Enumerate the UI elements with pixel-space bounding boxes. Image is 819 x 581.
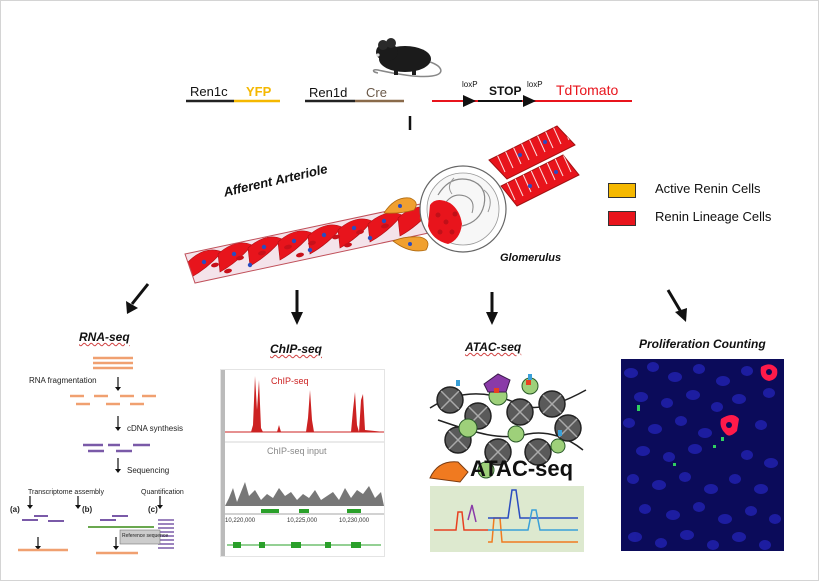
mouse-icon bbox=[372, 38, 442, 78]
stop-label: STOP bbox=[489, 84, 522, 98]
rnaseq-step1: RNA fragmentation bbox=[29, 376, 97, 385]
ren1c-label: Ren1c bbox=[190, 84, 228, 99]
glomerulus-label: Glomerulus bbox=[500, 252, 562, 264]
atacseq-illustration bbox=[429, 373, 587, 552]
rnaseq-label-c: (c) bbox=[148, 505, 158, 514]
chip-coord-3: 10,230,000 bbox=[339, 518, 370, 524]
ren1d-label: Ren1d bbox=[309, 85, 348, 100]
genetic-constructs bbox=[186, 38, 632, 130]
arteriole-illustration bbox=[184, 125, 580, 284]
chip-input-label: ChIP-seq input bbox=[267, 446, 327, 456]
rnaseq-title: RNA-seq bbox=[79, 330, 130, 344]
loxp2-label: loxP bbox=[527, 80, 543, 89]
chip-track-label: ChIP-seq bbox=[271, 376, 309, 386]
glomerulus bbox=[419, 165, 507, 253]
loxp1-label: loxP bbox=[462, 80, 478, 89]
protein-icon bbox=[483, 373, 511, 393]
rnaseq-workflow bbox=[18, 356, 174, 555]
chipseq-title: ChIP-seq bbox=[270, 342, 323, 356]
arrow-icon bbox=[486, 312, 498, 325]
legend-label-lineage: Renin Lineage Cells bbox=[655, 209, 772, 224]
rnaseq-label-b: (b) bbox=[82, 505, 93, 514]
rnaseq-step2: cDNA synthesis bbox=[127, 424, 184, 433]
loxp-triangle-icon bbox=[523, 95, 536, 107]
atacseq-title: ATAC-seq bbox=[465, 340, 522, 354]
method-arrows bbox=[126, 283, 687, 325]
legend-label-active: Active Renin Cells bbox=[655, 181, 761, 196]
rnaseq-step4: Transcriptome assembly bbox=[28, 489, 104, 496]
arrow-icon bbox=[675, 308, 687, 322]
proliferating-cells-stain bbox=[637, 405, 724, 466]
rnaseq-label-a: (a) bbox=[10, 505, 20, 514]
legend-swatch-lineage bbox=[608, 211, 636, 226]
rnaseq-reference-label: Reference sequence bbox=[122, 533, 169, 539]
atac-signal-box bbox=[430, 486, 584, 552]
yfp-label: YFP bbox=[246, 84, 272, 99]
tdtomato-label: TdTomato bbox=[556, 82, 619, 98]
cre-label: Cre bbox=[366, 85, 387, 100]
arrow-icon bbox=[291, 312, 303, 325]
proliferation-title: Proliferation Counting bbox=[639, 337, 766, 351]
rnaseq-step5: Quantification bbox=[141, 489, 184, 496]
loxp-triangle-icon bbox=[463, 95, 476, 107]
tn5-enzyme-icon bbox=[429, 461, 469, 483]
legend-swatch-active bbox=[608, 183, 636, 198]
atac-panel-title: ATAC-seq bbox=[470, 456, 574, 481]
chip-input-track bbox=[225, 482, 384, 506]
chipseq-panel: ChIP-seq ChIP-seq input 10,220,000 10,22… bbox=[220, 369, 385, 557]
proliferation-image bbox=[621, 359, 784, 551]
chip-coord-2: 10,225,000 bbox=[287, 518, 318, 524]
chip-coord-1: 10,220,000 bbox=[225, 518, 256, 524]
afferent-arteriole bbox=[184, 201, 439, 284]
rnaseq-step3: Sequencing bbox=[127, 466, 170, 475]
arrow-icon bbox=[126, 301, 138, 314]
reference-sequence-box bbox=[119, 529, 161, 545]
